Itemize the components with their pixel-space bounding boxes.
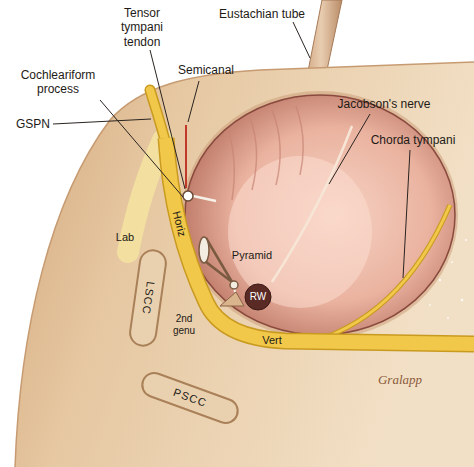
pyramid xyxy=(220,292,244,306)
cavity-shadow xyxy=(182,91,458,339)
middle-ear-cavity xyxy=(185,95,455,335)
speckle xyxy=(465,239,467,241)
nerve-label: Chorda tympani xyxy=(371,133,456,147)
facial-nerve-outline xyxy=(166,138,474,344)
facial-nerve xyxy=(166,138,474,344)
jacobsons-nerve xyxy=(272,126,352,282)
chorda-outline xyxy=(300,205,450,345)
bone-edge xyxy=(15,62,474,467)
temporal-bone xyxy=(15,62,474,467)
gspn-nerve xyxy=(150,90,165,140)
process-label: Cochleariform process xyxy=(12,68,104,97)
leader-line xyxy=(293,22,310,58)
structure-label: RW xyxy=(250,291,266,303)
leader-line xyxy=(403,150,410,278)
stapes-head xyxy=(230,281,238,289)
bone-speckles xyxy=(429,239,467,319)
stapes xyxy=(206,238,232,282)
segment-label: 2nd genu xyxy=(169,313,199,337)
tube-label: Eustachian tube xyxy=(219,7,305,21)
stapes-footplate xyxy=(199,237,209,263)
speckle xyxy=(451,261,453,263)
muscle-label: Tensor tympani tendon xyxy=(112,6,172,49)
leader-line xyxy=(329,114,370,184)
segment-label: Lab xyxy=(116,231,134,244)
fold-line xyxy=(250,118,257,190)
structure-label: Pyramid xyxy=(232,249,272,262)
lateral-canal xyxy=(128,249,167,348)
nerve-label: GSPN xyxy=(16,117,50,131)
promontory xyxy=(228,156,372,308)
fold-line xyxy=(228,130,234,200)
fold-line xyxy=(296,106,303,175)
stapes-crus xyxy=(206,262,232,282)
leader-line xyxy=(53,119,151,124)
speckle xyxy=(461,299,464,302)
round-window xyxy=(245,284,271,310)
fold-line xyxy=(272,110,280,185)
mucosal-folds xyxy=(228,106,303,200)
leader-line xyxy=(188,81,199,122)
posterior-canal xyxy=(139,370,241,427)
stapes-crus xyxy=(206,238,232,282)
tensor-tendon xyxy=(193,196,216,201)
speckle xyxy=(447,317,449,319)
segment-label: Vert xyxy=(262,334,282,347)
leader-lines xyxy=(53,22,410,278)
leader-line xyxy=(100,100,183,197)
semicanal-line xyxy=(185,125,187,188)
speckle xyxy=(429,304,431,306)
gspn-outline xyxy=(150,90,165,140)
artist-signature: Gralapp xyxy=(378,372,422,388)
chorda-nerve xyxy=(300,205,450,345)
speckle xyxy=(439,279,441,281)
cochleariform-process xyxy=(183,191,193,201)
nerve-label: Jacobson's nerve xyxy=(337,97,430,111)
canal-label: Semicanal xyxy=(178,63,234,77)
